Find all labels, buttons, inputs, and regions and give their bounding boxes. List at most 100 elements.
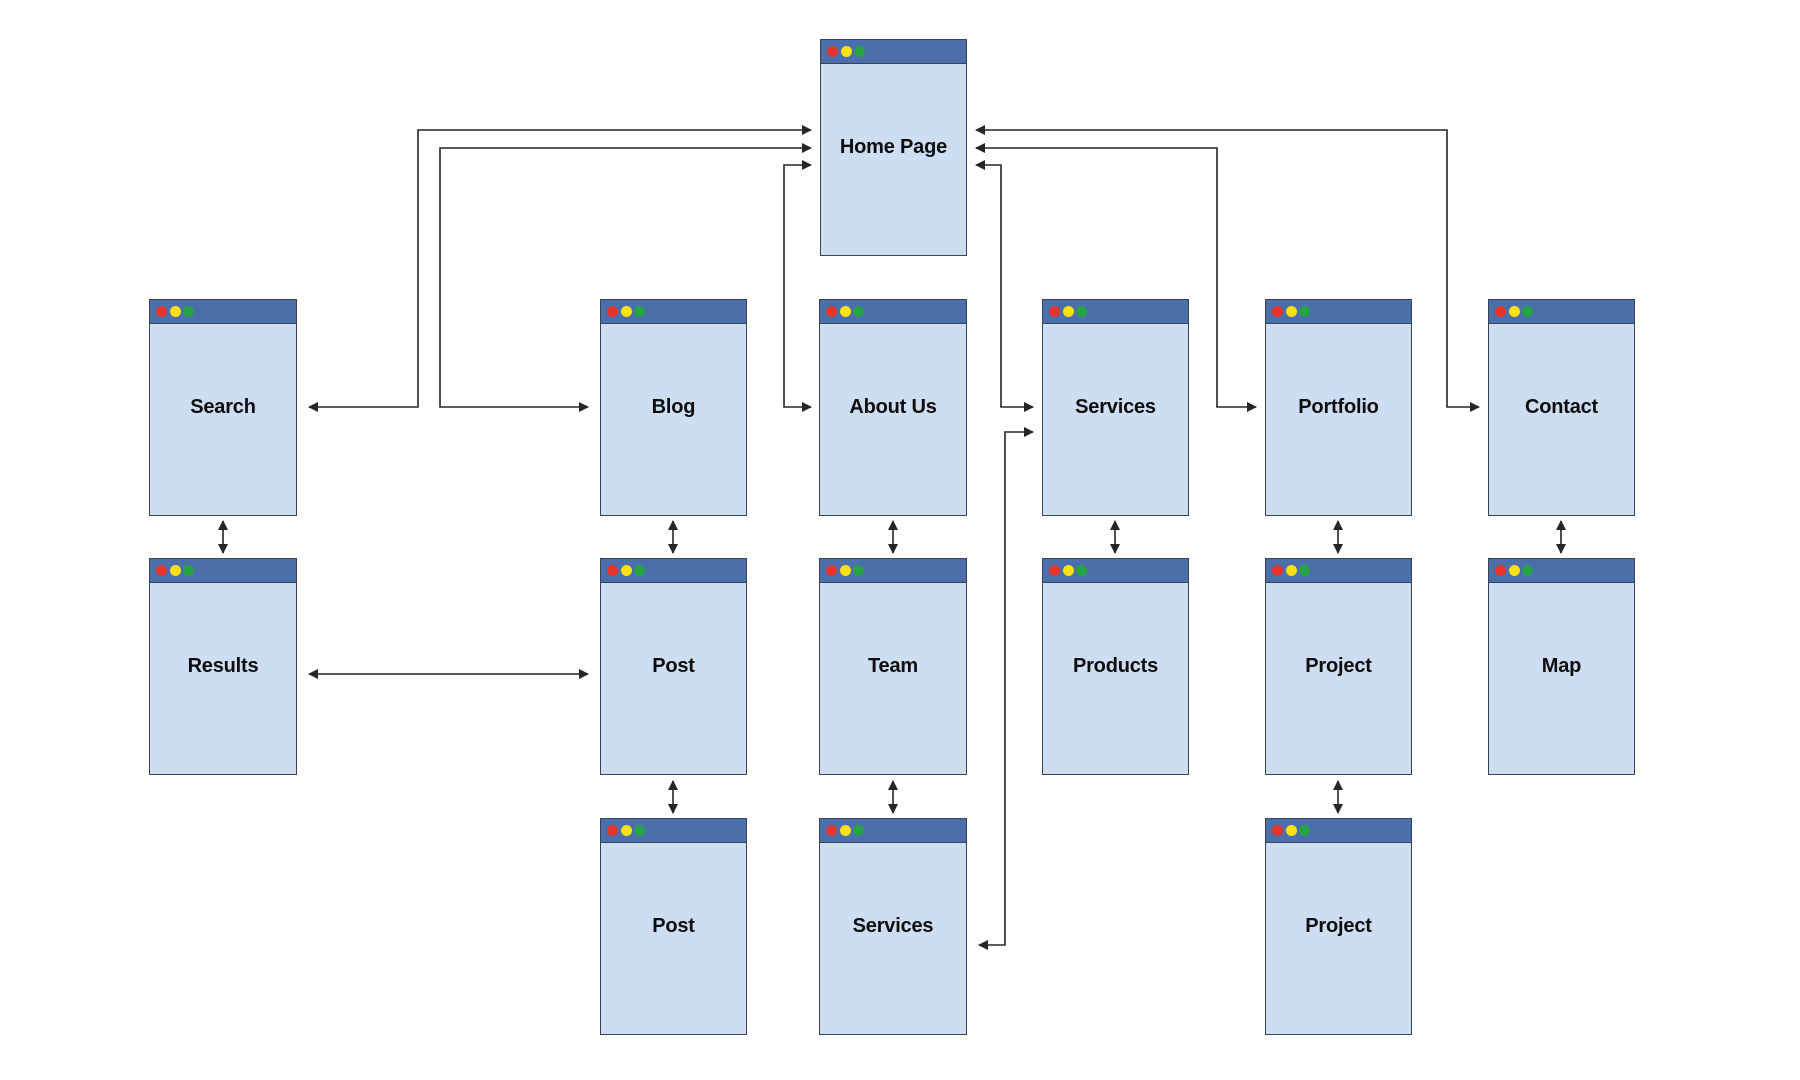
window-titlebar [1266, 300, 1411, 324]
yellow-dot-icon [839, 825, 851, 836]
window-label-services: Services [1075, 396, 1156, 418]
window-label-map: Map [1541, 655, 1582, 677]
yellow-dot-icon [620, 306, 632, 317]
yellow-dot-icon [1062, 306, 1074, 317]
red-dot-icon [1495, 565, 1506, 576]
green-dot-icon [1076, 565, 1087, 576]
edge-home-search [308, 125, 812, 412]
window-search: Search [149, 299, 297, 516]
window-titlebar [820, 819, 966, 843]
red-dot-icon [156, 306, 167, 317]
window-titlebar [820, 300, 966, 324]
window-results: Results [149, 558, 297, 775]
red-dot-icon [826, 825, 837, 836]
window-label-contact: Contact [1524, 396, 1599, 418]
red-dot-icon [1272, 565, 1283, 576]
window-titlebar [1489, 300, 1634, 324]
green-dot-icon [853, 306, 864, 317]
window-label-products: Products [1072, 655, 1159, 677]
window-post: Post [600, 558, 747, 775]
window-titlebar [820, 559, 966, 583]
red-dot-icon [826, 565, 837, 576]
window-label-team: Team [868, 655, 918, 677]
green-dot-icon [1076, 306, 1087, 317]
window-titlebar [821, 40, 966, 64]
red-dot-icon [607, 825, 618, 836]
yellow-dot-icon [1508, 565, 1520, 576]
window-titlebar [150, 559, 296, 583]
window-label-search: Search [190, 396, 256, 418]
window-portfolio: Portfolio [1265, 299, 1412, 516]
window-team: Team [819, 558, 967, 775]
window-contact: Contact [1488, 299, 1635, 516]
yellow-dot-icon [1285, 306, 1297, 317]
window-map: Map [1488, 558, 1635, 775]
window-project: Project [1265, 558, 1412, 775]
red-dot-icon [1272, 825, 1283, 836]
window-about-us: About Us [819, 299, 967, 516]
yellow-dot-icon [1285, 565, 1297, 576]
yellow-dot-icon [169, 565, 181, 576]
green-dot-icon [854, 46, 865, 57]
window-services: Services [1042, 299, 1189, 516]
green-dot-icon [183, 565, 194, 576]
window-titlebar [601, 300, 746, 324]
red-dot-icon [156, 565, 167, 576]
green-dot-icon [853, 565, 864, 576]
window-titlebar [1043, 559, 1188, 583]
yellow-dot-icon [1062, 565, 1074, 576]
window-titlebar [1266, 819, 1411, 843]
green-dot-icon [634, 306, 645, 317]
window-services-2: Services [819, 818, 967, 1035]
window-home: Home Page [820, 39, 967, 256]
green-dot-icon [853, 825, 864, 836]
yellow-dot-icon [620, 825, 632, 836]
window-titlebar [601, 559, 746, 583]
window-label-project-2: Project [1305, 915, 1372, 937]
window-titlebar [1489, 559, 1634, 583]
red-dot-icon [607, 306, 618, 317]
green-dot-icon [1299, 306, 1310, 317]
red-dot-icon [1049, 565, 1060, 576]
window-label-portfolio: Portfolio [1298, 396, 1379, 418]
window-label-services-2: Services [852, 915, 934, 937]
green-dot-icon [634, 825, 645, 836]
edge-home-services [975, 160, 1034, 412]
green-dot-icon [183, 306, 194, 317]
edge-home-about-us [783, 160, 812, 412]
edge-home-blog [439, 143, 812, 412]
window-titlebar [1266, 559, 1411, 583]
window-blog: Blog [600, 299, 747, 516]
window-titlebar [601, 819, 746, 843]
yellow-dot-icon [840, 46, 852, 57]
yellow-dot-icon [839, 306, 851, 317]
red-dot-icon [826, 306, 837, 317]
window-label-home: Home Page [839, 136, 948, 158]
window-post-2: Post [600, 818, 747, 1035]
window-label-results: Results [187, 655, 259, 677]
window-label-about-us: About Us [849, 396, 937, 418]
red-dot-icon [827, 46, 838, 57]
window-label-project: Project [1305, 655, 1372, 677]
window-titlebar [1043, 300, 1188, 324]
edge-services2-services [978, 427, 1034, 950]
yellow-dot-icon [169, 306, 181, 317]
edge-home-contact [975, 125, 1480, 412]
window-label-post-2: Post [652, 915, 695, 937]
window-label-blog: Blog [651, 396, 696, 418]
green-dot-icon [1299, 825, 1310, 836]
red-dot-icon [1495, 306, 1506, 317]
window-label-post: Post [652, 655, 695, 677]
yellow-dot-icon [839, 565, 851, 576]
green-dot-icon [1522, 565, 1533, 576]
yellow-dot-icon [1285, 825, 1297, 836]
red-dot-icon [607, 565, 618, 576]
yellow-dot-icon [620, 565, 632, 576]
green-dot-icon [634, 565, 645, 576]
red-dot-icon [1049, 306, 1060, 317]
window-products: Products [1042, 558, 1189, 775]
window-titlebar [150, 300, 296, 324]
red-dot-icon [1272, 306, 1283, 317]
